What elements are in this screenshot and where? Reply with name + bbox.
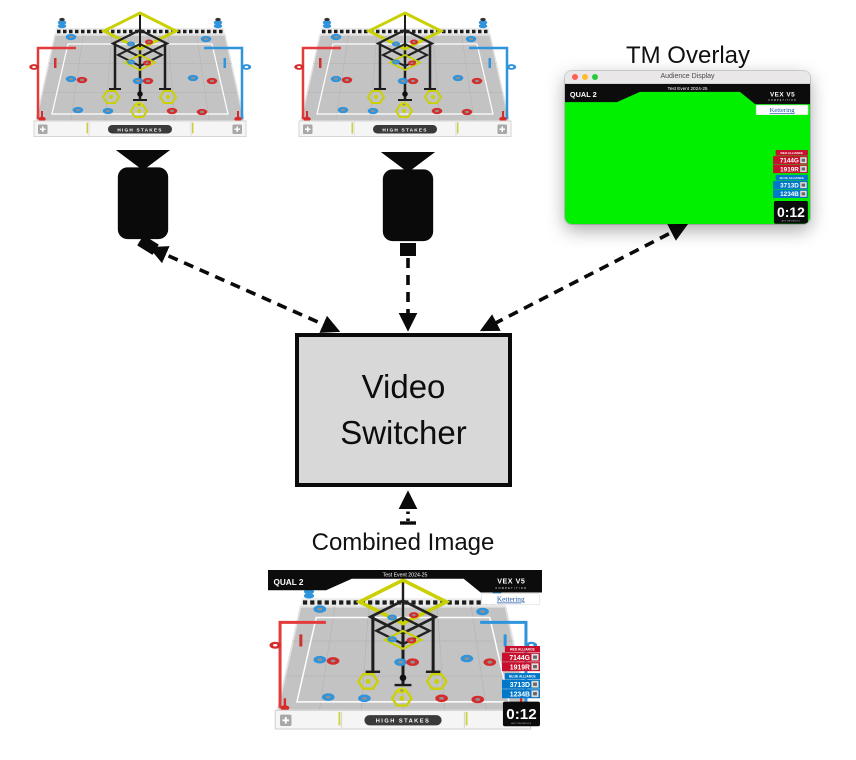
camera-icon-2	[377, 152, 439, 243]
tm-overlay-window: Audience Display	[565, 71, 810, 224]
minimize-button[interactable]	[582, 74, 588, 80]
field-view-2	[293, 8, 517, 143]
close-button[interactable]	[572, 74, 578, 80]
tm-overlay-label: TM Overlay	[625, 42, 750, 69]
combined-scoreboard-header	[268, 570, 542, 605]
window-controls	[572, 74, 598, 80]
combined-image-label: Combined Image	[311, 529, 495, 556]
arrow-camera1-to-switcher	[148, 246, 341, 333]
field-view-1	[28, 8, 252, 143]
combined-image	[268, 570, 542, 732]
maximize-button[interactable]	[592, 74, 598, 80]
combined-alliance-panel	[502, 646, 540, 728]
camera-icon-1	[112, 150, 174, 241]
arrow-overlay-to-switcher	[479, 223, 689, 332]
green-screen-area	[565, 84, 810, 224]
window-title: Audience Display	[660, 73, 715, 80]
video-switcher-label: Video Switcher	[340, 367, 467, 451]
window-titlebar: Audience Display	[565, 71, 810, 84]
camera2-mount-stub	[400, 243, 416, 256]
video-switcher-box: Video Switcher	[295, 333, 512, 487]
alliance-panel	[773, 150, 808, 224]
scoreboard-header	[565, 84, 810, 115]
